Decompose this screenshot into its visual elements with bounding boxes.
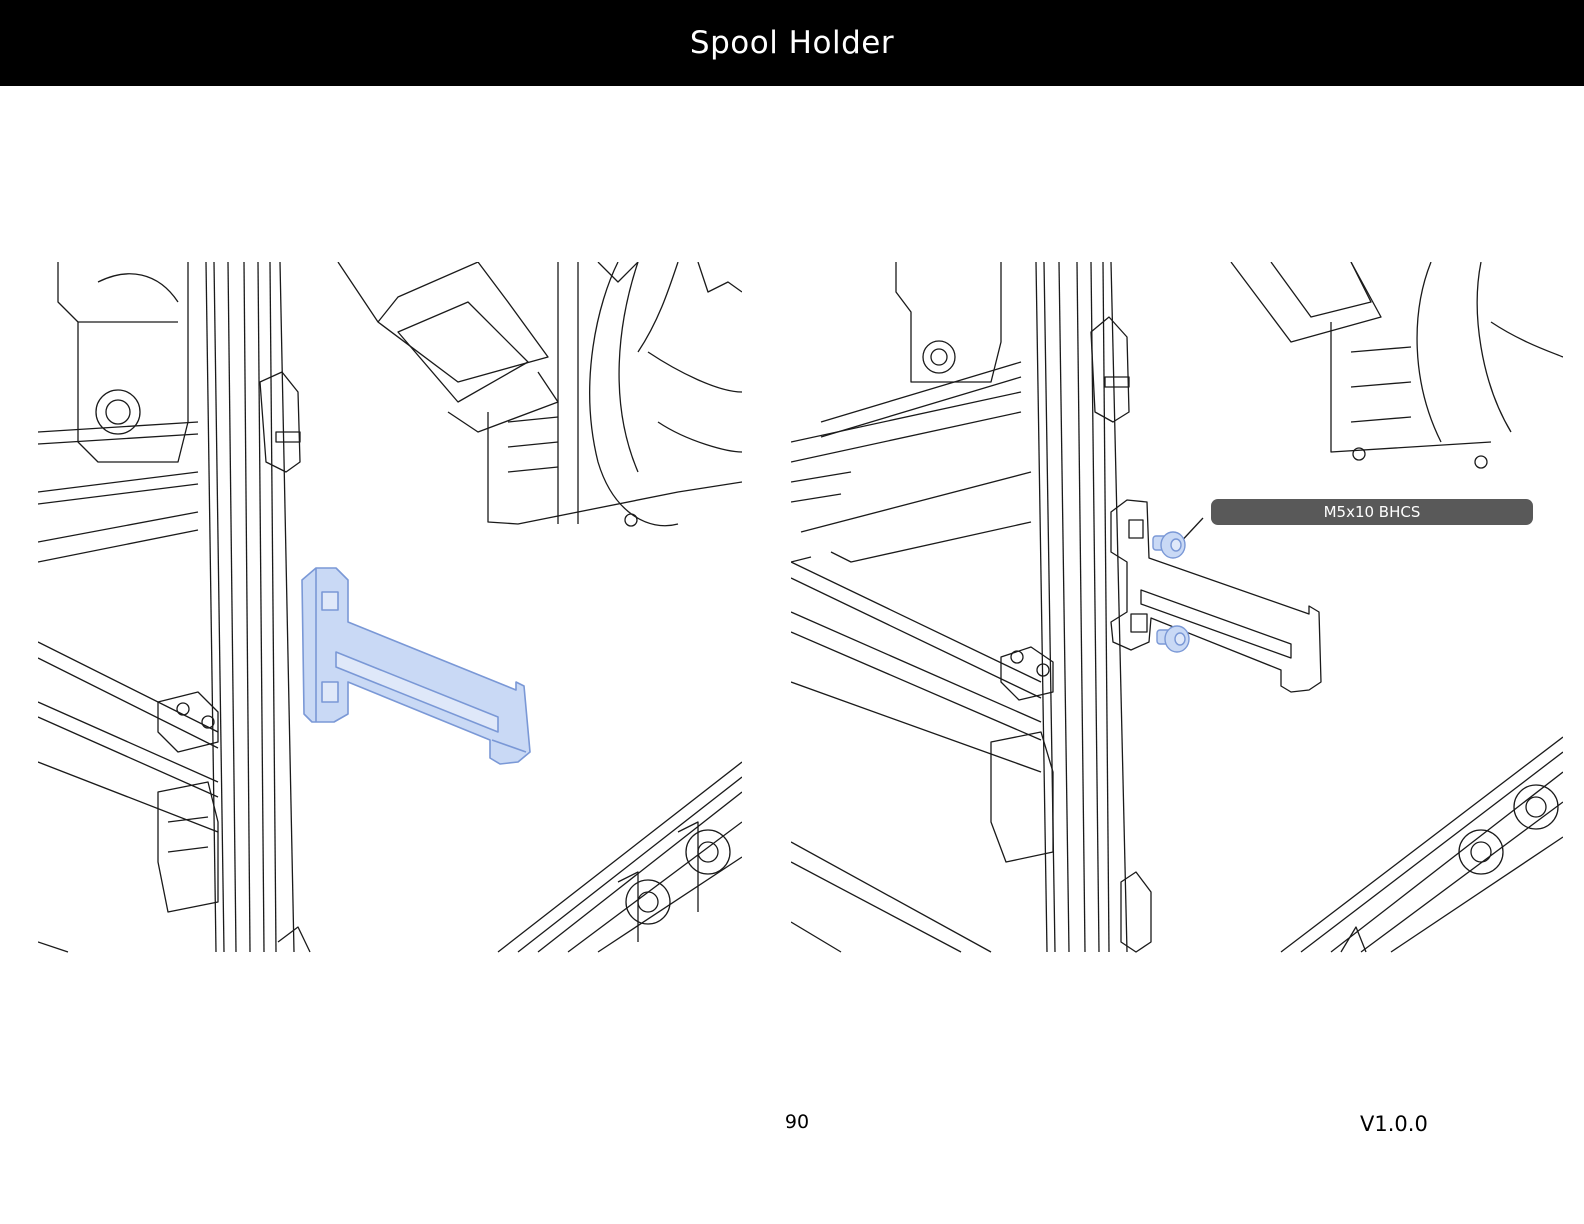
left-figure: [38, 262, 742, 962]
spool-holder-highlight-drawing: [38, 262, 742, 953]
spool-holder-part-highlight: [301, 567, 531, 765]
page-title: Spool Holder: [689, 25, 895, 61]
title-bar: Spool Holder: [0, 0, 1584, 86]
bhcs-screws-highlight: [1152, 531, 1190, 653]
screw-icon-lower: [1156, 625, 1190, 653]
spool-holder-installed-drawing: [791, 262, 1563, 953]
callout-label-screw: M5x10 BHCS: [1211, 499, 1533, 525]
right-figure: [791, 262, 1563, 962]
version-label: V1.0.0: [1360, 1112, 1428, 1136]
page-number: 90: [784, 1111, 810, 1133]
screw-icon-upper: [1152, 531, 1186, 559]
